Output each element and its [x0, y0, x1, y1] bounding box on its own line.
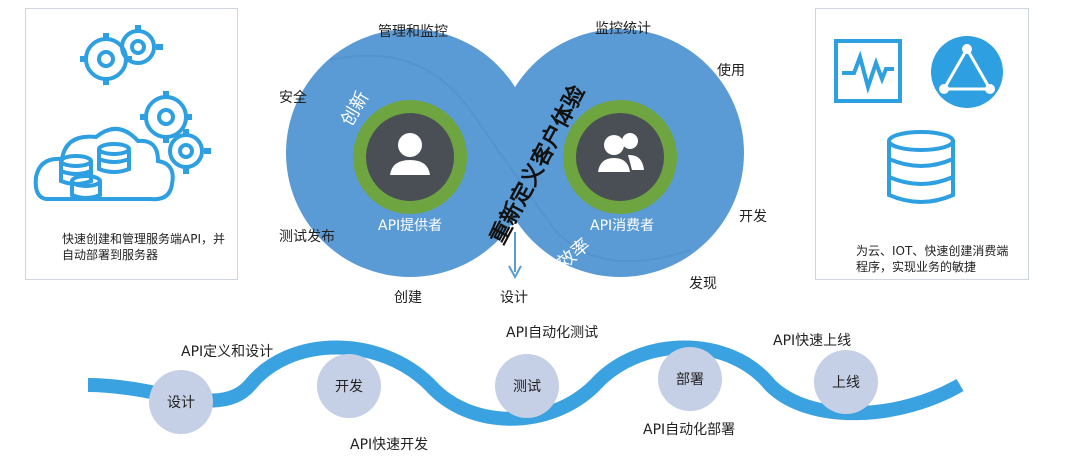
provider-label: API提供者	[378, 218, 443, 234]
annotation-define-design: API定义和设计	[181, 344, 274, 360]
left-panel-caption: 快速创建和管理服务端API，并自动部署到服务器	[62, 232, 225, 262]
pulse-monitor-icon	[834, 39, 902, 103]
database-icon	[887, 130, 955, 204]
label-create: 创建	[394, 290, 422, 306]
right-panel-icons	[834, 36, 1003, 204]
label-manage: 管理和监控	[378, 24, 448, 40]
label-use: 使用	[717, 63, 745, 79]
stage-design: 设计	[149, 370, 213, 434]
right-panel-caption: 为云、IOT、快速创建消费端程序，实现业务的敏捷	[856, 244, 1009, 274]
gears-cloud-icon	[33, 25, 211, 202]
annotation-auto-test: API自动化测试	[506, 325, 599, 341]
stage-develop: 开发	[317, 354, 381, 418]
stage-deploy: 部署	[658, 347, 722, 411]
triangle-nodes-icon	[931, 36, 1003, 108]
label-develop: 开发	[739, 209, 767, 225]
arrow-label: 设计	[500, 290, 528, 306]
label-test-publish: 测试发布	[279, 229, 335, 245]
stage-test: 测试	[495, 354, 559, 418]
center-text: 重新定义客户体验	[485, 81, 591, 249]
annotation-fast-develop: API快速开发	[350, 437, 429, 453]
efficiency-label: 效率	[553, 234, 595, 274]
right-panel: 为云、IOT、快速创建消费端程序，实现业务的敏捷	[815, 8, 1029, 280]
left-panel: 快速创建和管理服务端API，并自动部署到服务器	[25, 8, 238, 280]
annotation-fast-launch: API快速上线	[773, 333, 852, 349]
label-security: 安全	[279, 90, 307, 106]
stage-launch: 上线	[814, 350, 878, 414]
label-monitor-stats: 监控统计	[595, 21, 651, 37]
label-discover: 发现	[689, 276, 717, 292]
innovation-label: 创新	[337, 87, 374, 130]
consumer-label: API消费者	[590, 218, 655, 234]
annotation-auto-deploy: API自动化部署	[643, 422, 736, 438]
